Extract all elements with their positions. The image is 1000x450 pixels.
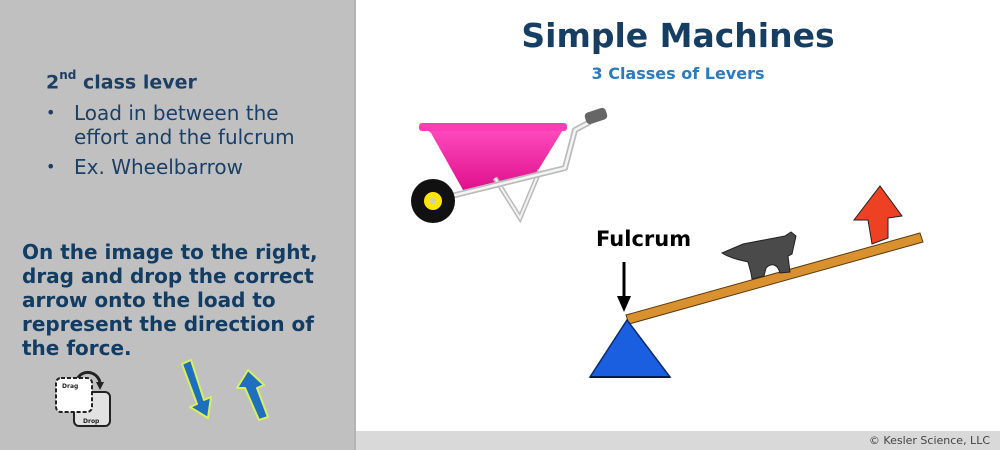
instructions-text: On the image to the right, drag and drop… — [22, 240, 318, 360]
draggable-arrow-up-icon[interactable] — [232, 360, 274, 424]
lever-diagram — [588, 185, 924, 378]
heading-text: class lever — [76, 71, 197, 94]
bullet-marker: • — [46, 157, 56, 176]
anvil-load-icon — [720, 231, 797, 280]
bullet-marker: • — [46, 103, 56, 122]
svg-text:Drag: Drag — [62, 383, 78, 390]
fulcrum-triangle — [588, 318, 672, 378]
footer-bar: © Kesler Science, LLC — [356, 431, 1000, 450]
effort-arrow-up-icon — [852, 185, 903, 245]
bullet-text: Ex. Wheelbarrow — [74, 155, 244, 179]
copyright-text: © Kesler Science, LLC — [868, 434, 990, 447]
slide-title: Simple Machines — [521, 16, 835, 55]
drag-drop-icon: Drag Drop — [55, 371, 111, 427]
heading-number: 2 — [46, 71, 60, 94]
heading-superscript: nd — [59, 68, 77, 82]
bullet-text: Load in between the effort and the fulcr… — [74, 101, 295, 149]
lever-class-heading: 2nd class lever — [46, 68, 197, 94]
slide-subtitle: 3 Classes of Levers — [591, 64, 765, 83]
bullet-list: • Load in between the effort and the ful… — [46, 101, 316, 185]
left-panel: 2nd class lever • Load in between the ef… — [0, 0, 354, 450]
draggable-arrow-down-icon[interactable] — [178, 358, 220, 422]
panel-divider — [354, 0, 356, 450]
svg-text:Drop: Drop — [83, 418, 100, 425]
bullet-item: • Load in between the effort and the ful… — [46, 101, 316, 149]
fulcrum-label: Fulcrum — [596, 227, 692, 251]
wheelbarrow-image — [411, 107, 608, 224]
bullet-item: • Ex. Wheelbarrow — [46, 155, 316, 179]
